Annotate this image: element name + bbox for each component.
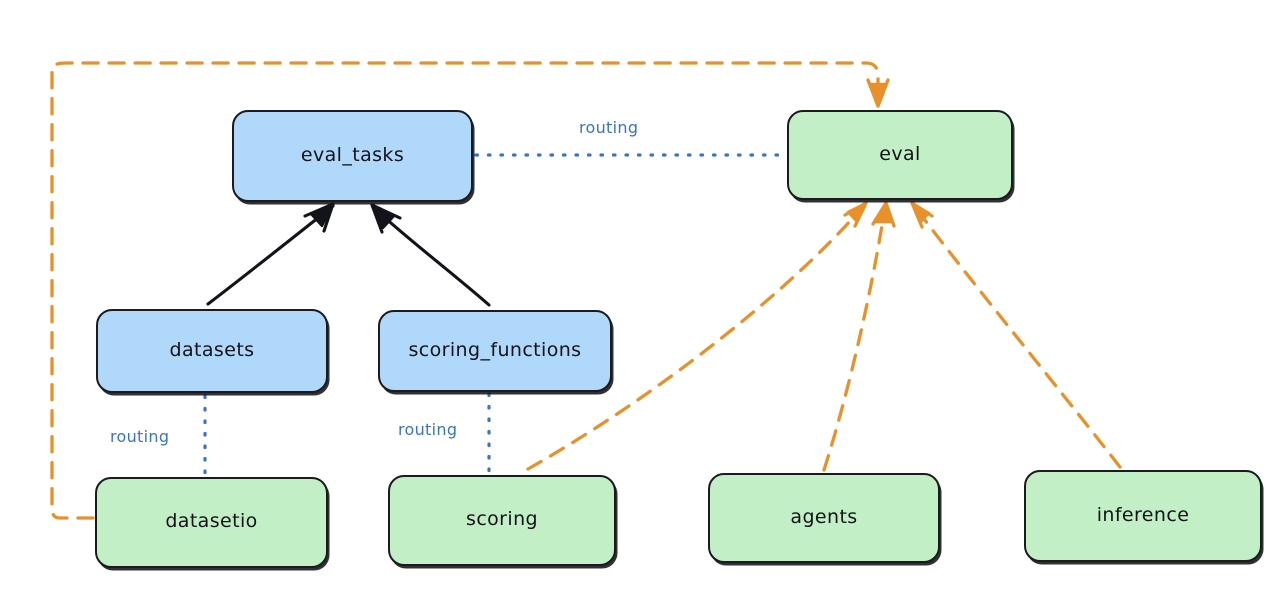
node-label: eval: [879, 142, 921, 165]
edge-label-routing-eval-tasks-eval: routing: [579, 118, 639, 137]
node-scoring[interactable]: scoring: [388, 475, 616, 566]
edge-inference-to-eval: [910, 201, 1122, 469]
node-datasets[interactable]: datasets: [96, 309, 328, 393]
edge-datasetio-to-eval: [50, 61, 890, 520]
node-agents[interactable]: agents: [708, 473, 940, 563]
node-label: datasets: [169, 338, 255, 361]
node-label: datasetio: [165, 510, 258, 532]
node-eval-tasks[interactable]: eval_tasks: [232, 110, 473, 202]
node-eval[interactable]: eval: [787, 110, 1013, 200]
node-label: agents: [790, 505, 858, 528]
edge-datasets-to-eval_tasks: [206, 202, 335, 306]
edge-label-routing-scoring-functions-scoring: routing: [398, 420, 458, 439]
node-label: scoring_functions: [408, 338, 582, 361]
node-label: inference: [1096, 503, 1190, 526]
edge-scoring_functions-to-eval_tasks: [370, 203, 491, 307]
node-datasetio[interactable]: datasetio: [95, 477, 328, 568]
node-scoring-functions[interactable]: scoring_functions: [378, 310, 612, 392]
edge-agents-to-eval: [822, 201, 896, 472]
node-label: eval_tasks: [300, 143, 405, 166]
node-inference[interactable]: inference: [1024, 470, 1262, 562]
node-label: scoring: [466, 508, 538, 530]
edge-scoring-to-eval: [526, 201, 868, 471]
edge-label-routing-datasets-datasetio: routing: [110, 427, 170, 446]
